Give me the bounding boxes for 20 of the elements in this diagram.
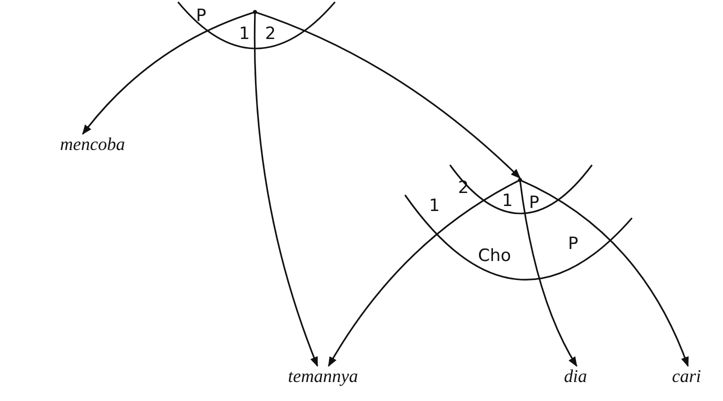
arc-arrow — [82, 11, 256, 135]
word-label: mencoba — [60, 135, 125, 155]
relation-label: P — [196, 8, 206, 25]
arc-arrow — [520, 179, 689, 367]
relation-label: 2 — [265, 26, 276, 43]
arc-arrow — [254, 12, 318, 367]
relation-label: 1 — [239, 26, 250, 43]
relation-label: 1 — [429, 198, 440, 215]
relation-label: P — [529, 195, 540, 212]
word-label: dia — [564, 367, 588, 387]
word-label: cari — [672, 367, 701, 387]
arc-arrow — [519, 180, 578, 367]
arc-arrow — [254, 11, 521, 179]
word-label: temannya — [288, 367, 358, 387]
relation-label: P — [568, 236, 578, 253]
relation-label: Cho — [478, 248, 512, 265]
branch-point — [518, 178, 522, 182]
relation-label: 1 — [502, 193, 513, 210]
branch-point — [253, 10, 257, 14]
arc-arrow — [328, 179, 520, 367]
